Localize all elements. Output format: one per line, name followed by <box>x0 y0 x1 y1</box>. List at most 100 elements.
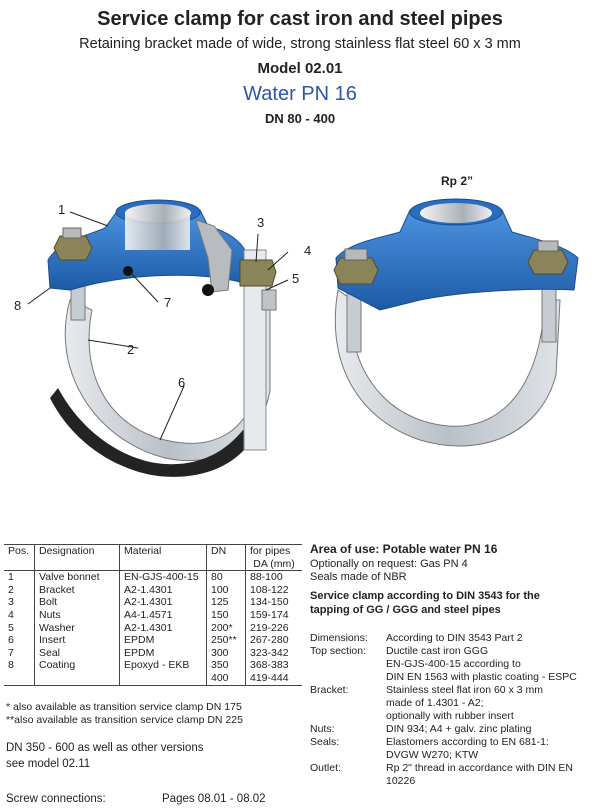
callout-7: 7 <box>164 295 172 310</box>
cell-material <box>119 671 207 686</box>
cell-dn: 125 <box>206 596 246 609</box>
spec-label: Dimensions: <box>310 632 368 644</box>
spec-label: Top section: <box>310 645 367 657</box>
col-designation: Designation <box>34 543 120 558</box>
cell-pos: 2 <box>8 583 14 596</box>
cell-for-pipes: 88-100 <box>245 570 302 584</box>
cell-dn: 250** <box>206 634 246 647</box>
model-number: Model 02.01 <box>257 60 343 77</box>
cell-dn: 200* <box>206 621 246 635</box>
footnote-1: * also available as transition service c… <box>6 701 242 713</box>
outlet-size-label: Rp 2” <box>441 174 474 188</box>
cell-designation: Insert <box>34 634 120 647</box>
cell-for-pipes: 134-150 <box>245 596 302 609</box>
cell-pos: 4 <box>8 608 14 621</box>
cell-pos: 8 <box>8 659 14 672</box>
parts-table: Pos. Designation Material DN for pipes D… <box>4 543 302 686</box>
cell-designation: Coating <box>34 659 120 672</box>
spec-label: Outlet: <box>310 762 341 774</box>
page-title: Service clamp for cast iron and steel pi… <box>97 8 503 30</box>
col-for-pipes: for pipes <box>245 543 302 558</box>
screw-connections-pages: Pages 08.01 - 08.02 <box>162 793 266 805</box>
page-subtitle: Retaining bracket made of wide, strong s… <box>79 36 521 52</box>
spec-row: Bracket: Stainless steel flat iron 60 x 3… <box>310 684 596 723</box>
cell-for-pipes: 419-444 <box>245 671 302 686</box>
cell-dn: 80 <box>206 570 246 584</box>
spec-value-line: EN-GJS-400-15 according to <box>386 658 521 670</box>
cell-for-pipes: 368-383 <box>245 659 302 672</box>
dn-range: DN 80 - 400 <box>264 111 336 126</box>
callout-1: 1 <box>58 202 66 217</box>
spec-label: Seals: <box>310 736 340 748</box>
spec-row: Dimensions: According to DIN 3543 Part 2 <box>310 632 596 645</box>
callout-3: 3 <box>257 215 265 230</box>
cell-material: A2-1.4301 <box>119 621 207 635</box>
cell-pos: 6 <box>8 634 14 647</box>
service-clamp-heading: Service clamp according to DIN 3543 for … <box>310 590 595 617</box>
cell-pos: 5 <box>8 621 14 634</box>
callout-lines <box>27 211 289 441</box>
callout-2: 2 <box>127 342 135 357</box>
service-heading-line-2: tapping of GG / GGG and steel pipes <box>310 603 501 616</box>
screw-connections-label: Screw connections: <box>6 793 106 805</box>
spec-value-line: Ductile cast iron GGG <box>386 645 489 657</box>
cell-for-pipes: 219-226 <box>245 621 302 635</box>
cell-material: EPDM <box>119 634 207 647</box>
spec-list: Dimensions: According to DIN 3543 Part 2 T… <box>310 632 596 788</box>
cell-for-pipes: 267-280 <box>245 634 302 647</box>
cell-designation: Seal <box>34 646 120 660</box>
col-pos: Pos. <box>4 543 35 558</box>
spec-value: According to DIN 3543 Part 2 <box>386 632 596 645</box>
cell-pos: 7 <box>8 646 14 659</box>
spec-value-line: DIN EN 1563 with plastic coating - ESPC <box>386 671 577 683</box>
table-unit-row: DA (mm) <box>4 557 302 572</box>
unit-label: DA (mm) <box>245 557 302 572</box>
col-material: Material <box>119 543 207 558</box>
spec-value-line: made of 1.4301 - A2; <box>386 697 484 709</box>
spec-value-line: Elastomers according to EN 681-1: <box>386 736 549 748</box>
service-heading-line-1: Service clamp according to DIN 3543 for … <box>310 590 540 602</box>
optional-gas: Optionally on request: Gas PN 4 <box>310 558 468 570</box>
cell-designation: Bracket <box>34 583 120 597</box>
cell-dn: 400 <box>206 671 246 686</box>
spec-value-line: Stainless steel flat iron 60 x 3 mm <box>386 684 543 696</box>
footnote-2: **also available as transition service c… <box>6 714 243 726</box>
callout-4: 4 <box>304 243 312 258</box>
cell-material: A2-1.4301 <box>119 583 207 597</box>
left-clamp-sectioned <box>47 199 277 477</box>
cell-designation: Bolt <box>34 596 120 609</box>
cell-dn: 300 <box>206 646 246 660</box>
cell-pos: 3 <box>8 596 14 609</box>
cell-for-pipes: 159-174 <box>245 608 302 622</box>
callout-8: 8 <box>14 298 22 313</box>
callout-5: 5 <box>292 271 300 286</box>
area-of-use: Area of use: Potable water PN 16 <box>310 542 498 556</box>
right-clamp-assembled <box>333 198 579 447</box>
cell-material: A2-1.4301 <box>119 596 207 609</box>
spec-value-line: DIN 934; A4 + galv. zinc plating <box>386 723 532 735</box>
spec-value: DIN 934; A4 + galv. zinc plating <box>386 723 596 736</box>
cell-pos: 1 <box>8 571 14 584</box>
callout-6: 6 <box>178 375 186 390</box>
spec-value-line: Rp 2" thread in accordance with DIN EN 1… <box>386 762 573 787</box>
dn-note-2: see model 02.11 <box>6 758 91 770</box>
spec-row: Seals:Elastomers according to EN 681-1:D… <box>310 736 596 762</box>
cell-dn: 100 <box>206 583 246 597</box>
spec-label: Bracket: <box>310 684 349 696</box>
cell-dn: 150 <box>206 608 246 622</box>
cell-material: Epoxyd - EKB <box>119 659 207 672</box>
spec-value-line: According to DIN 3543 Part 2 <box>386 632 523 644</box>
dn-note-1: DN 350 - 600 as well as other versions <box>6 742 204 754</box>
cell-designation: Washer <box>34 621 120 635</box>
